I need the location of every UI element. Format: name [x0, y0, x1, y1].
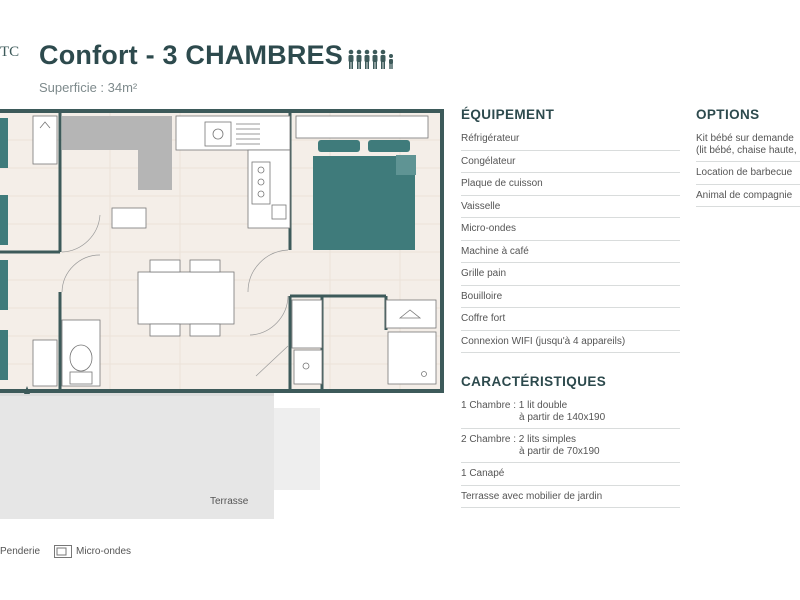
list-item: Vaisselle	[461, 196, 680, 218]
list-item: Congélateur	[461, 151, 680, 173]
six-people-icon	[348, 49, 393, 69]
sofa	[62, 116, 172, 190]
section-title: OPTIONS	[696, 107, 760, 122]
terrace-label: Terrasse	[210, 496, 249, 507]
list-item: Location de barbecue	[696, 162, 800, 185]
list-item: Machine à café	[461, 241, 680, 263]
list-item: Bouilloire	[461, 286, 680, 308]
legend: Penderie Micro-ondes	[0, 545, 131, 558]
list-item-line1: 2 Chambre : 2 lits simples	[461, 434, 577, 445]
list-item: Connexion WIFI (jusqu'à 4 appareils)	[461, 331, 680, 353]
caracteristiques-section: CARACTÉRISTIQUES 1 Chambre : 1 lit doubl…	[461, 374, 680, 508]
list-item: Animal de compagnie	[696, 185, 800, 207]
page-title: Confort - 3 CHAMBRES	[39, 40, 343, 70]
list-item-line2: à partir de 70x190	[519, 445, 600, 457]
microwave-icon	[54, 545, 73, 558]
options-section: OPTIONS Kit bébé sur demande (lit bébé, …	[696, 107, 800, 207]
section-title: ÉQUIPEMENT	[461, 107, 555, 122]
terrace-area	[0, 392, 274, 519]
list-item: Terrasse avec mobilier de jardin	[461, 486, 680, 508]
list-item-line1: 1 Chambre : 1 lit double	[461, 400, 568, 411]
legend-item-label: Micro-ondes	[76, 546, 132, 557]
legend-item-label: Penderie	[0, 546, 41, 557]
list-item: Plaque de cuisson	[461, 173, 680, 196]
dining-table	[137, 271, 235, 325]
surface-label: Superficie : 34m²	[39, 80, 138, 95]
list-item: Grille pain	[461, 263, 680, 286]
section-title: CARACTÉRISTIQUES	[461, 374, 607, 389]
list-item-line1: Kit bébé sur demande	[696, 133, 794, 144]
list-item: Micro-ondes	[461, 218, 680, 241]
floor-plan	[0, 109, 444, 519]
list-item: Coffre fort	[461, 308, 680, 331]
list-item: Réfrigérateur	[461, 128, 680, 151]
list-item: 1 Canapé	[461, 463, 680, 486]
list-item-line2: à partir de 140x190	[519, 411, 606, 423]
list-item: 2 Chambre : 2 lits simples à partir de 7…	[461, 429, 680, 463]
list-item: Kit bébé sur demande (lit bébé, chaise h…	[696, 128, 800, 162]
equipement-section: ÉQUIPEMENT Réfrigérateur Congélateur Pla…	[461, 107, 680, 353]
list-item-line2: (lit bébé, chaise haute,	[696, 144, 797, 156]
list-item: 1 Chambre : 1 lit double à partir de 140…	[461, 395, 680, 429]
logo-fragment: TC	[0, 44, 20, 60]
